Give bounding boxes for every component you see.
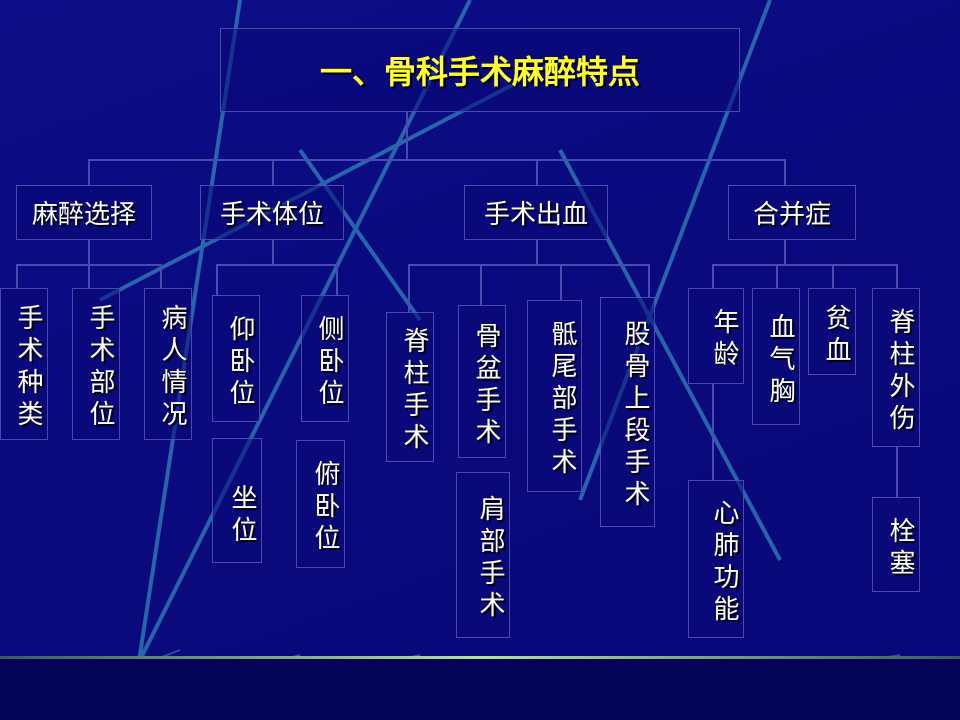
node-pelvic-surgery: 骨盆手术 — [458, 305, 506, 458]
connector — [712, 264, 898, 266]
connector — [336, 264, 338, 295]
connector — [896, 447, 898, 497]
node-surgery-type: 手术种类 — [0, 288, 48, 440]
connector — [536, 240, 538, 265]
node-patient-condition: 病人情况 — [144, 288, 192, 440]
node-spine-surgery: 脊柱手术 — [386, 312, 434, 462]
connector — [88, 264, 90, 288]
node-hemopneumothorax: 血气胸 — [752, 288, 800, 425]
node-sitting: 坐位 — [212, 438, 262, 563]
connector — [272, 159, 274, 185]
connector — [88, 240, 90, 265]
connector — [832, 264, 834, 288]
connector — [480, 264, 482, 305]
connector — [536, 159, 538, 185]
node-surgery-site: 手术部位 — [72, 288, 120, 440]
node-embolism: 栓塞 — [872, 497, 920, 592]
footer-divider — [0, 656, 960, 659]
node-shoulder-surgery: 肩部手术 — [456, 472, 510, 638]
slide-title: 一、骨科手术麻醉特点 — [220, 28, 740, 112]
connector — [88, 159, 90, 185]
node-age: 年龄 — [688, 288, 744, 384]
connector — [784, 159, 786, 185]
connector — [712, 264, 714, 288]
connector — [160, 264, 162, 288]
connector — [560, 264, 562, 300]
connector — [272, 240, 274, 265]
category-comorbidities: 合并症 — [728, 185, 856, 240]
node-supine: 仰卧位 — [212, 295, 260, 422]
connector — [648, 264, 650, 297]
node-lateral: 侧卧位 — [301, 295, 349, 422]
connector — [408, 264, 410, 312]
footer-band — [0, 656, 960, 720]
category-surgical-position: 手术体位 — [200, 185, 344, 240]
connector — [896, 264, 898, 288]
connector — [16, 264, 18, 288]
connector — [216, 264, 338, 266]
category-surgical-bleeding: 手术出血 — [464, 185, 608, 240]
node-sacrococcygeal-surgery: 骶尾部手术 — [527, 300, 582, 492]
connector — [776, 264, 778, 288]
node-prone: 俯卧位 — [296, 440, 345, 568]
connector — [216, 264, 218, 295]
connector — [406, 112, 408, 160]
connector — [784, 240, 786, 265]
connector — [712, 384, 714, 480]
node-cardiopulmonary-function: 心肺功能 — [688, 480, 744, 638]
category-anesthesia-choice: 麻醉选择 — [16, 185, 152, 240]
node-spinal-trauma: 脊柱外伤 — [872, 288, 920, 447]
node-upper-femur-surgery: 股骨上段手术 — [600, 297, 655, 527]
connector — [408, 264, 650, 266]
connector — [88, 159, 786, 161]
node-anemia: 贫血 — [808, 288, 856, 375]
